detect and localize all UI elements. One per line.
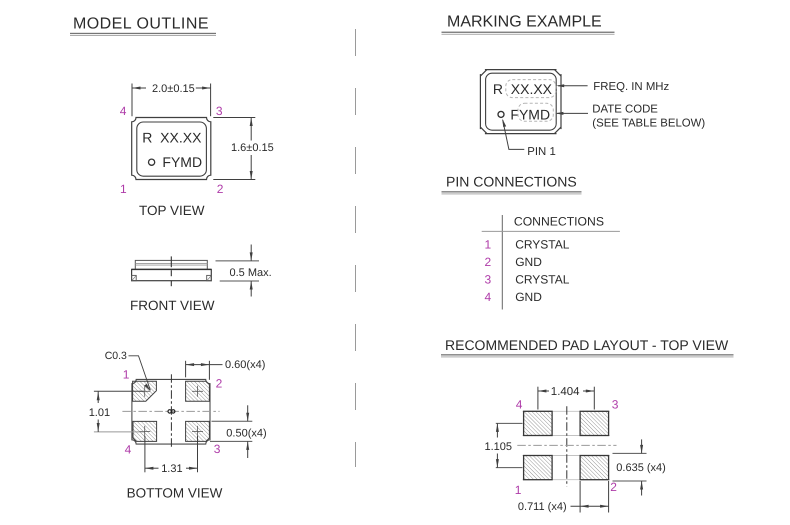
svg-text:RECOMMENDED PAD LAYOUT - TOP V: RECOMMENDED PAD LAYOUT - TOP VIEW xyxy=(445,337,729,353)
svg-text:TOP VIEW: TOP VIEW xyxy=(139,203,205,218)
svg-text:0.711 (x4): 0.711 (x4) xyxy=(518,501,567,513)
svg-text:3: 3 xyxy=(612,397,619,411)
svg-text:GND: GND xyxy=(515,255,542,269)
svg-text:PIN CONNECTIONS: PIN CONNECTIONS xyxy=(446,174,577,190)
svg-text:MODEL OUTLINE: MODEL OUTLINE xyxy=(73,16,209,33)
svg-text:0.5 Max.: 0.5 Max. xyxy=(230,267,272,279)
svg-text:CRYSTAL: CRYSTAL xyxy=(515,238,570,252)
svg-text:PIN 1: PIN 1 xyxy=(527,146,556,158)
svg-text:4: 4 xyxy=(125,443,132,457)
svg-text:R XX.XX: R XX.XX xyxy=(493,81,553,97)
svg-text:BOTTOM VIEW: BOTTOM VIEW xyxy=(127,486,223,501)
svg-text:2: 2 xyxy=(485,255,492,269)
svg-text:2: 2 xyxy=(216,376,223,390)
svg-text:FYMD: FYMD xyxy=(510,106,550,122)
svg-text:4: 4 xyxy=(120,104,127,118)
svg-text:(SEE TABLE BELOW): (SEE TABLE BELOW) xyxy=(592,117,705,129)
svg-text:FREQ. IN MHz: FREQ. IN MHz xyxy=(593,81,669,93)
svg-text:3: 3 xyxy=(485,273,492,287)
svg-text:1: 1 xyxy=(515,483,522,497)
svg-text:C0.3: C0.3 xyxy=(105,350,127,362)
svg-text:1.31: 1.31 xyxy=(161,463,182,475)
svg-text:1.105: 1.105 xyxy=(485,441,513,453)
svg-text:4: 4 xyxy=(516,397,523,411)
svg-text:3: 3 xyxy=(216,104,223,118)
svg-text:0.635 (x4): 0.635 (x4) xyxy=(616,462,666,474)
svg-text:GND: GND xyxy=(515,290,542,304)
svg-text:MARKING EXAMPLE: MARKING EXAMPLE xyxy=(447,14,602,31)
svg-text:0.60(x4): 0.60(x4) xyxy=(225,359,265,371)
svg-text:1: 1 xyxy=(120,182,127,196)
svg-text:4: 4 xyxy=(485,290,492,304)
svg-text:FYMD: FYMD xyxy=(162,154,202,170)
svg-text:CONNECTIONS: CONNECTIONS xyxy=(514,215,604,229)
svg-text:2: 2 xyxy=(217,182,224,196)
svg-text:1.6±0.15: 1.6±0.15 xyxy=(231,142,274,154)
svg-text:FRONT VIEW: FRONT VIEW xyxy=(130,298,215,313)
svg-text:0.50(x4): 0.50(x4) xyxy=(226,427,266,439)
svg-text:1: 1 xyxy=(485,238,492,252)
svg-text:R XX.XX: R XX.XX xyxy=(142,129,202,145)
svg-text:CRYSTAL: CRYSTAL xyxy=(515,273,570,287)
svg-text:1.01: 1.01 xyxy=(89,407,110,419)
svg-text:2: 2 xyxy=(610,480,617,494)
svg-text:1.404: 1.404 xyxy=(551,386,580,398)
svg-text:1: 1 xyxy=(123,368,130,382)
svg-text:DATE CODE: DATE CODE xyxy=(592,104,658,116)
svg-text:3: 3 xyxy=(214,442,221,456)
svg-text:2.0±0.15: 2.0±0.15 xyxy=(152,83,195,95)
